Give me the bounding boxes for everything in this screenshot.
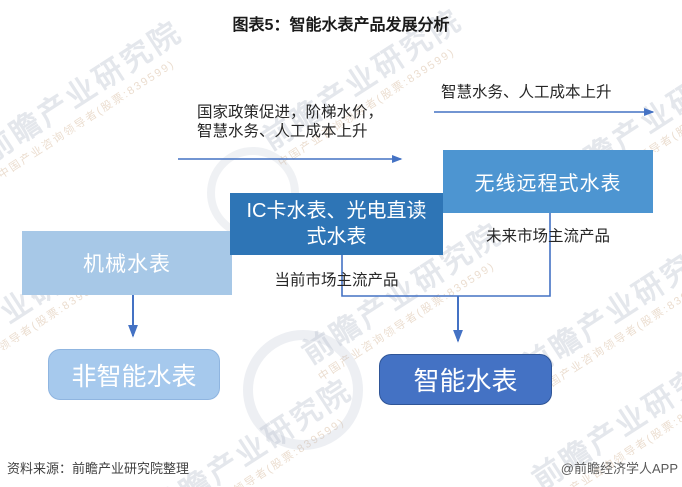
outcome-box-nonsmart: 非智能水表 [48,349,220,400]
outcome-box-smart: 智能水表 [379,354,552,405]
chart-title: 图表5：智能水表产品发展分析 [232,17,450,34]
stage-label: IC卡水表、光电直读 式水表 [246,200,427,248]
app-credit: @前瞻经济学人APP [560,461,678,476]
stage-box-mechanical: 机械水表 [22,231,232,295]
stage-label: 无线远程式水表 [474,173,622,195]
stage-label: 机械水表 [83,253,171,276]
watermark-logo-circle [243,330,363,450]
note-future-mainstream: 未来市场主流产品 [485,228,610,245]
outcome-label: 非智能水表 [71,362,197,391]
stage-box-ic-card: IC卡水表、光电直读 式水表 [230,193,443,255]
outcome-label: 智能水表 [413,366,518,396]
annotation-smart-water-text: 智慧水务、人工成本上升 [441,84,612,101]
source-note: 资料来源：前瞻产业研究院整理 [7,461,190,476]
stage-box-wireless-remote: 无线远程式水表 [443,150,653,213]
annotation-policy-text: 国家政策促进，阶梯水价， 智慧水务、人工成本上升 [197,104,384,140]
note-current-mainstream: 当前市场主流产品 [274,272,399,289]
